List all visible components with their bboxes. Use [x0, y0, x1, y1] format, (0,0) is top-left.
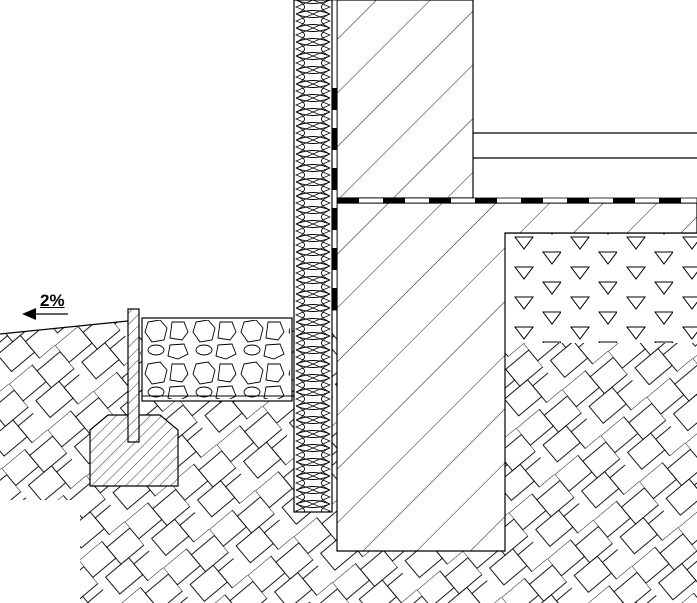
- ground-line: [0, 320, 129, 335]
- soil-mask-bottom: [0, 500, 80, 603]
- slope-label: 2%: [40, 291, 65, 310]
- floor-layers: [473, 132, 697, 159]
- slope-arrow-icon: [22, 308, 36, 320]
